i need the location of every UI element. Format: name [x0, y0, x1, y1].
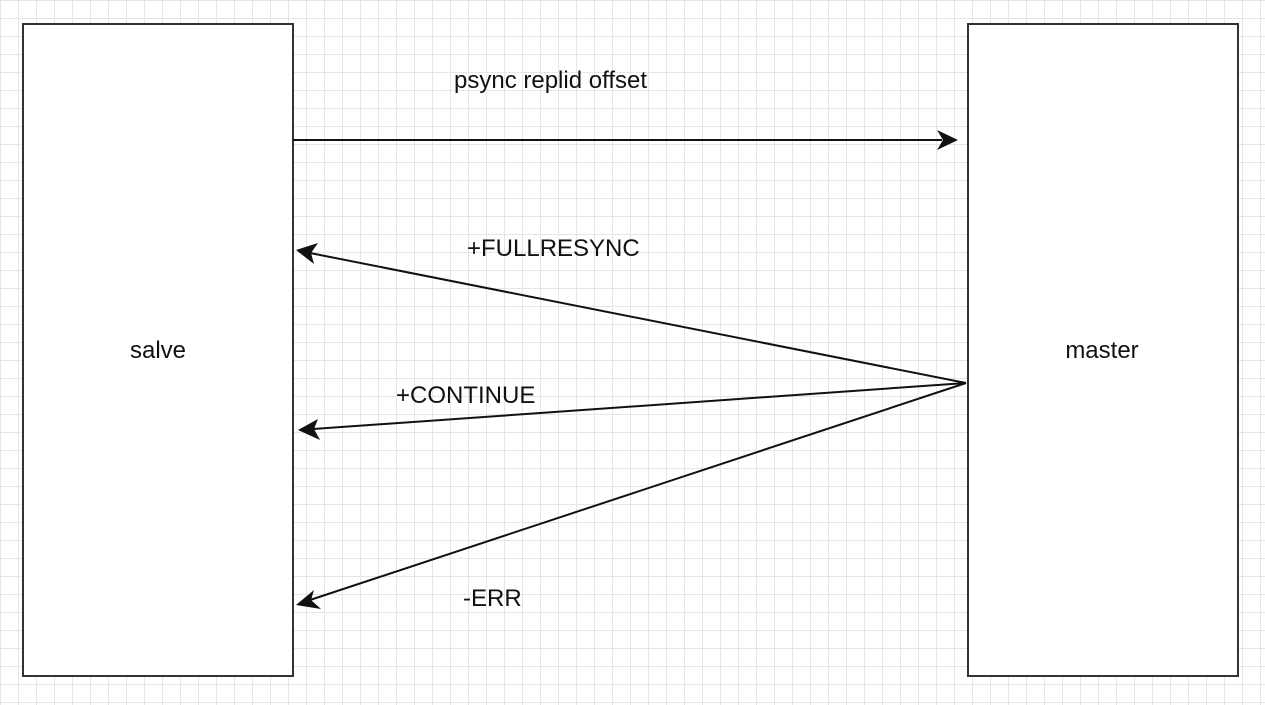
edge-psync-arrowhead-icon	[937, 130, 958, 150]
slave-node[interactable]: salve	[22, 23, 294, 677]
slave-box	[22, 23, 294, 677]
edge-fullresync[interactable]: +FULLRESYNC	[296, 235, 967, 384]
edge-err-label: -ERR	[463, 585, 522, 612]
master-box	[967, 23, 1239, 677]
master-label: master	[1065, 337, 1138, 364]
edge-continue-arrowhead-icon	[298, 419, 320, 440]
edge-err[interactable]: -ERR	[296, 382, 967, 612]
edge-continue-line	[312, 382, 967, 430]
master-node[interactable]: master	[967, 23, 1239, 677]
edge-err-arrowhead-icon	[296, 590, 321, 609]
edge-err-line	[309, 382, 967, 601]
edge-fullresync-label: +FULLRESYNC	[467, 235, 640, 262]
edge-psync-label: psync replid offset	[454, 67, 647, 94]
edge-psync[interactable]: psync replid offset	[293, 67, 958, 150]
slave-label: salve	[130, 337, 186, 364]
edge-fullresync-arrowhead-icon	[296, 243, 318, 264]
edge-continue[interactable]: +CONTINUE	[298, 382, 967, 440]
edge-fullresync-line	[309, 252, 967, 384]
edge-continue-label: +CONTINUE	[396, 382, 535, 409]
